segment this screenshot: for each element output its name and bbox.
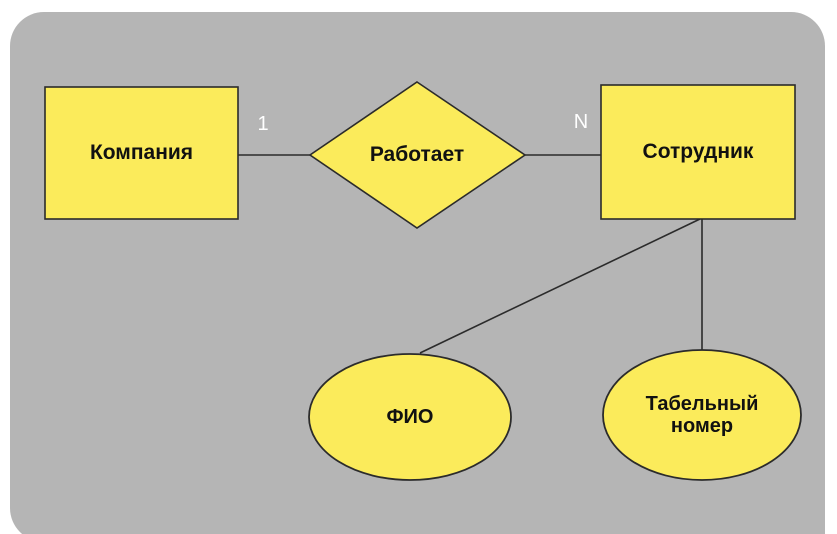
- relationship-works-shape[interactable]: [308, 81, 527, 229]
- attribute-fullname-shape[interactable]: [308, 353, 512, 481]
- attribute-badge-number-shape[interactable]: [602, 349, 802, 481]
- connector-lines: [238, 154, 703, 354]
- entity-employee-shape[interactable]: [600, 84, 796, 220]
- entity-company-shape[interactable]: [44, 86, 239, 220]
- connector-employee-to-fullname: [419, 218, 701, 354]
